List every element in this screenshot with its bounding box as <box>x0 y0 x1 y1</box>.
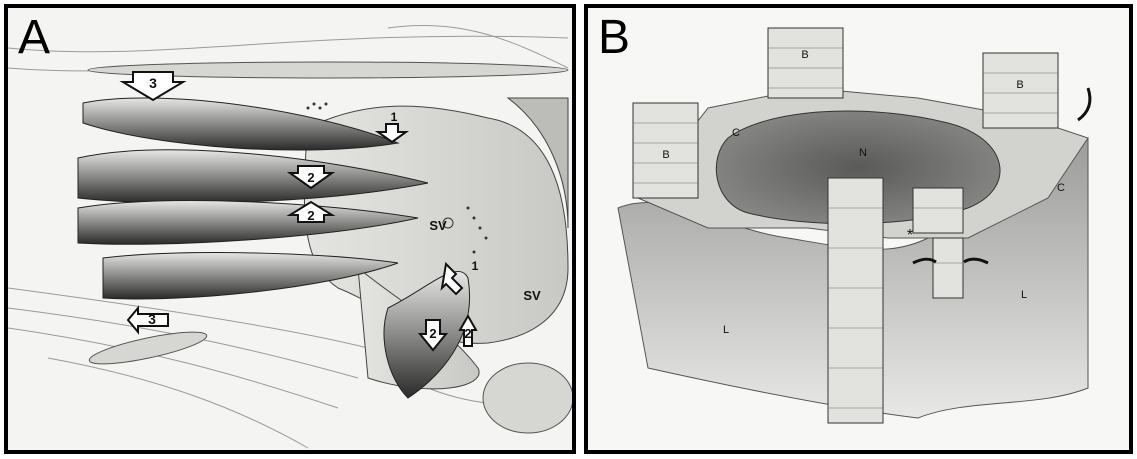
label-asterisk: * <box>907 227 913 244</box>
label-l-right: L <box>1021 289 1027 301</box>
label-n: N <box>859 147 867 159</box>
bundle-small <box>913 188 963 233</box>
bundle-small-stem <box>933 238 963 298</box>
bundle-top <box>768 28 843 98</box>
label-b-right: B <box>1016 79 1023 91</box>
panel-a-illustration: 3 1 2 2 3 SV 1 SV 2 2 <box>8 8 572 450</box>
panel-b-illustration: B B B C C N * L L <box>588 8 1129 450</box>
cell-bottom-right <box>483 363 572 433</box>
arrow-curved-right <box>1078 88 1090 120</box>
label-3-top: 3 <box>149 75 157 91</box>
label-2-lower-left: 2 <box>429 326 436 341</box>
label-b-left: B <box>662 149 669 161</box>
panel-letter-b: B <box>598 14 630 62</box>
label-3-bottom: 3 <box>148 311 156 327</box>
label-2-middle: 2 <box>307 208 314 223</box>
panel-letter-a: A <box>18 14 50 62</box>
label-2-lower-right: 2 <box>464 326 471 341</box>
label-c-right: C <box>1057 182 1065 194</box>
label-c-left: C <box>732 127 740 139</box>
label-1-lower: 1 <box>472 259 479 273</box>
panel-b: B B B C C N * L L B <box>584 4 1133 454</box>
label-sv-upper: SV <box>429 218 447 233</box>
label-b-top: B <box>801 49 808 61</box>
bundle-center <box>828 178 883 423</box>
label-sv-lower: SV <box>523 288 541 303</box>
label-l-left: L <box>723 324 729 336</box>
label-2-upper: 2 <box>307 170 314 185</box>
label-1-top: 1 <box>391 110 398 124</box>
panel-a: 3 1 2 2 3 SV 1 SV 2 2 A <box>4 4 576 454</box>
